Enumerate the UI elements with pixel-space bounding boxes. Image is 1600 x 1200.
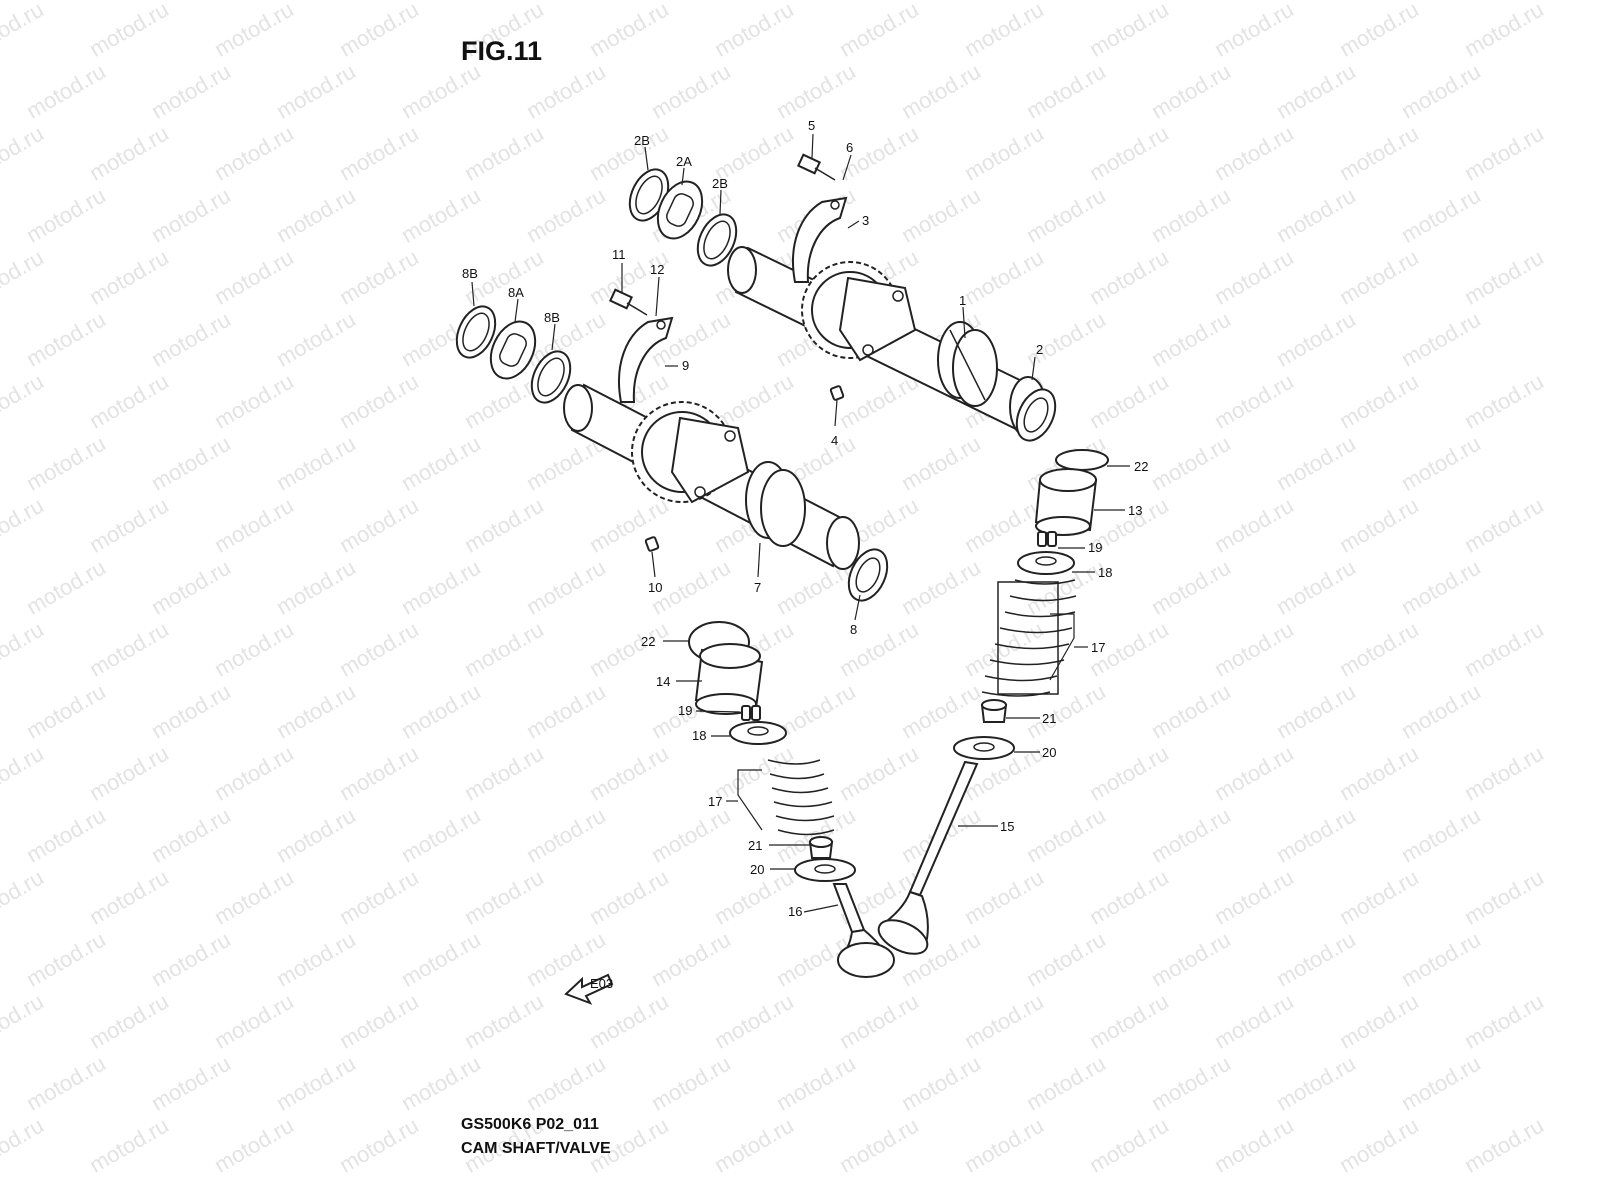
callout-20-right: 20: [1042, 745, 1056, 760]
tappet-13: [1034, 468, 1098, 536]
arrow-label: E03: [590, 976, 613, 991]
callout-4: 4: [831, 433, 838, 448]
callout-3: 3: [862, 213, 869, 228]
callout-22-left: 22: [641, 634, 655, 649]
callout-19-right: 19: [1088, 540, 1102, 555]
callout-5: 5: [808, 118, 815, 133]
cotter-19-left: [741, 705, 761, 721]
callout-22-right: 22: [1134, 459, 1148, 474]
springs-17-right: [981, 579, 1077, 697]
retainer-18-right: [1017, 551, 1075, 575]
cam-sprocket-lower: [631, 401, 750, 504]
callout-2b-right: 2B: [712, 176, 728, 191]
stem-seal-21-left: [808, 836, 834, 859]
figure-title: FIG.11: [461, 36, 543, 66]
callout-18-right: 18: [1098, 565, 1112, 580]
callout-19-left: 19: [678, 703, 692, 718]
callout-8b-right: 8B: [544, 310, 560, 325]
cam-end-ring-2: [1015, 388, 1057, 442]
retainer-18-left: [729, 721, 787, 745]
callout-8b-left: 8B: [462, 266, 478, 281]
spring-seat-20-right: [953, 736, 1015, 760]
callout-9: 9: [682, 358, 689, 373]
stem-seal-21-right: [980, 699, 1008, 723]
cam-chain-guide-upper: [792, 196, 848, 283]
shim-22-right: [1055, 449, 1109, 471]
callout-1: 1: [959, 293, 966, 308]
valve-16: [832, 883, 895, 978]
springs-17-left: [767, 759, 835, 836]
cotter-19-right: [1037, 531, 1057, 547]
callout-7: 7: [754, 580, 761, 595]
bolt-11: [608, 288, 648, 316]
callout-20-left: 20: [750, 862, 764, 877]
cam-end-ring-8: [847, 548, 889, 602]
seal-rings-upper: [628, 168, 738, 267]
callout-8a: 8A: [508, 285, 524, 300]
pin-4: [829, 385, 845, 401]
cam-chain-guide-lower: [618, 316, 674, 403]
callout-17-right: 17: [1091, 640, 1105, 655]
callout-16: 16: [788, 904, 802, 919]
callout-18-left: 18: [692, 728, 706, 743]
callout-8: 8: [850, 622, 857, 637]
valve-15: [877, 760, 979, 955]
pin-10: [644, 536, 660, 552]
front-direction-arrow-icon: E03: [564, 973, 614, 1005]
callout-2a: 2A: [676, 154, 692, 169]
callout-21-left: 21: [748, 838, 762, 853]
callout-15: 15: [1000, 819, 1014, 834]
callout-10: 10: [648, 580, 662, 595]
cam-sprocket-upper: [801, 261, 917, 362]
section-title: CAM SHAFT/VALVE: [461, 1140, 611, 1157]
callout-2b-left: 2B: [634, 133, 650, 148]
callout-12: 12: [650, 262, 664, 277]
spring-seat-20-left: [794, 858, 856, 882]
model-code: GS500K6 P02_011: [461, 1116, 599, 1133]
callout-2: 2: [1036, 342, 1043, 357]
seal-rings-lower: [455, 305, 572, 404]
callout-14: 14: [656, 674, 670, 689]
callout-6: 6: [846, 140, 853, 155]
bolt-5: [796, 153, 836, 181]
callout-17-left: 17: [708, 794, 722, 809]
callout-11: 11: [612, 247, 626, 262]
leader-lines: [471, 133, 1130, 913]
callout-21-right: 21: [1042, 711, 1056, 726]
tappet-14: [694, 643, 764, 715]
callout-13: 13: [1128, 503, 1142, 518]
callout-labels: 1 2 2A 2B 2B 3 4 5 6 7 8 8A 8B 8B 9 10 1…: [462, 118, 1148, 919]
